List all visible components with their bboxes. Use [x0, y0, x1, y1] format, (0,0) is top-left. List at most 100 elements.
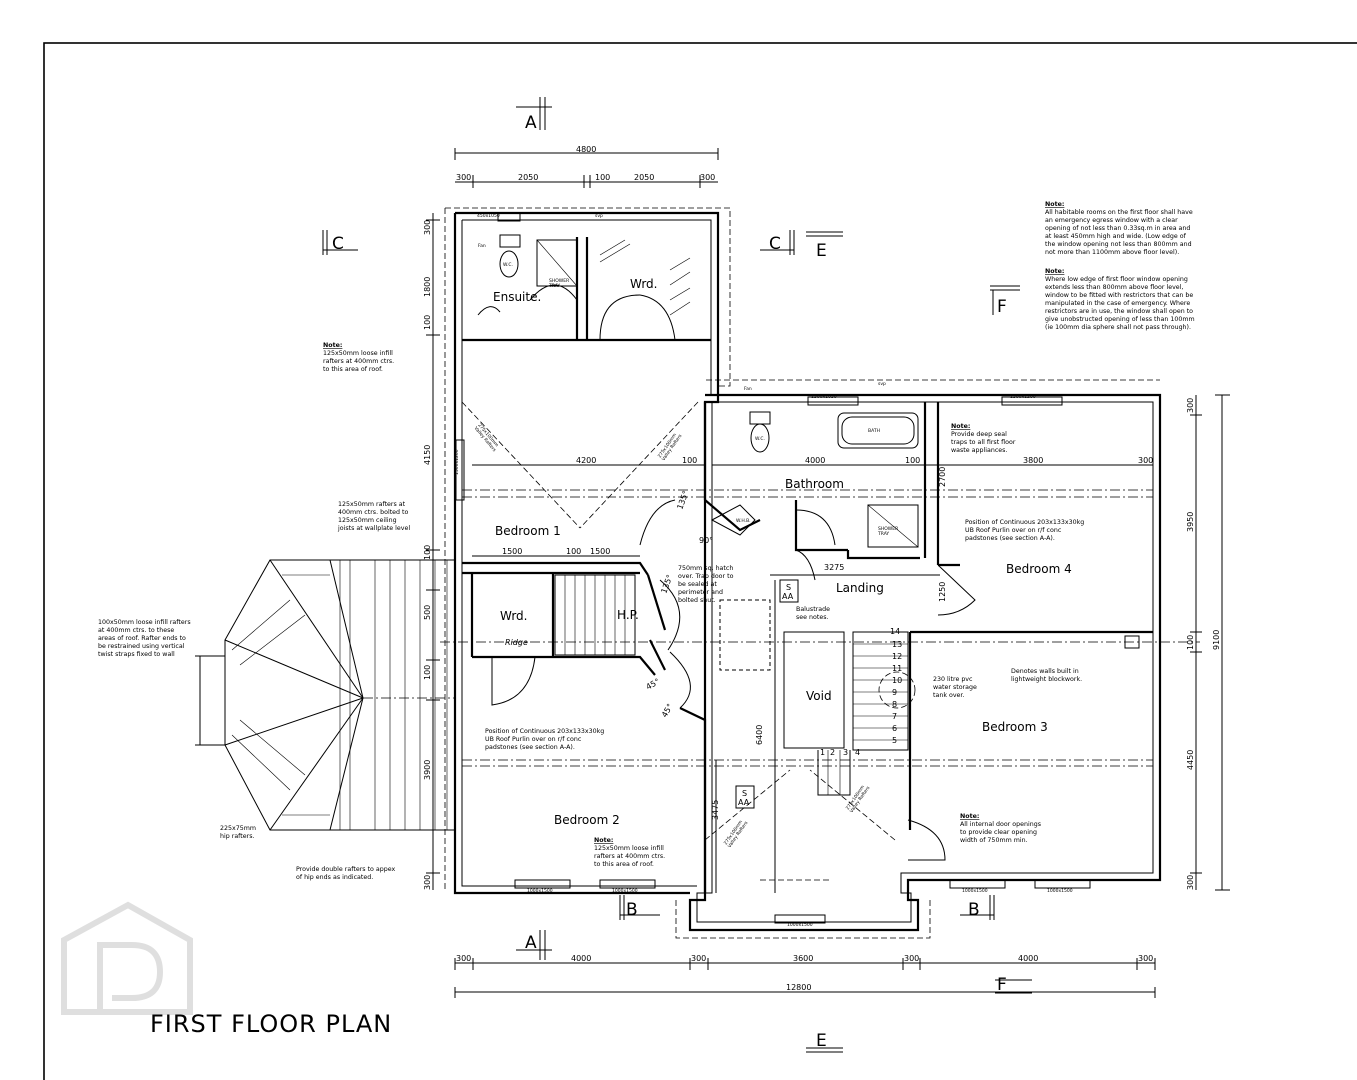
svg-text:not more than 1100mm above flo: not more than 1100mm above floor level).	[1045, 249, 1179, 256]
hip-roof	[195, 559, 455, 831]
svg-text:Note:: Note:	[1045, 268, 1064, 275]
svg-text:400mm ctrs. bolted to: 400mm ctrs. bolted to	[338, 509, 409, 516]
svg-text:to this area of roof.: to this area of roof.	[594, 861, 654, 868]
stair-number: 1	[820, 748, 825, 757]
dim-right-300-bottom: 300	[1186, 875, 1195, 890]
svg-text:100x50mm loose infill rafters: 100x50mm loose infill rafters	[98, 619, 191, 626]
svg-text:an emergency egress window wit: an emergency egress window with a clear	[1045, 217, 1178, 224]
window-bedroom-2a: 1000x1500	[527, 888, 553, 894]
valley-label-2: 275x100mmValley Rafters	[657, 430, 684, 462]
svg-text:225x75mm: 225x75mm	[220, 825, 256, 832]
svg-text:hip rafters.: hip rafters.	[220, 833, 255, 840]
note-water-tank: 230 litre pvc water storage tank over.	[933, 676, 977, 699]
svg-text:twist straps fixed to wall: twist straps fixed to wall	[98, 651, 175, 658]
dim-right-overall: 9100	[1212, 630, 1221, 650]
roof-overhang-lines	[444, 207, 1160, 939]
sa-box-2	[735, 785, 755, 809]
stair-number: 8	[892, 700, 897, 709]
section-e-bottom: E	[816, 1031, 827, 1051]
svg-text:at 400mm ctrs. to these: at 400mm ctrs. to these	[98, 627, 174, 634]
dim-landing-3275: 3275	[824, 563, 844, 572]
svg-text:bolted shut.: bolted shut.	[678, 597, 716, 604]
stair-number: 4	[855, 748, 860, 757]
dim-bed2-3475: 3475	[711, 800, 720, 820]
window-bedroom-1: 1500x1200	[454, 449, 460, 475]
svg-text:traps to all first floor: traps to all first floor	[951, 439, 1016, 446]
svg-text:areas of roof. Rafter ends to: areas of roof. Rafter ends to	[98, 635, 186, 642]
svg-text:230 litre pvc: 230 litre pvc	[933, 676, 973, 683]
room-landing: Landing	[836, 581, 884, 595]
window-bedroom-2b: 1000x1500	[612, 888, 638, 894]
section-b-right: B	[968, 900, 980, 920]
dim-bed1-1500a: 1500	[502, 547, 522, 556]
dim-bath-4000: 4000	[805, 456, 825, 465]
note-hatch: 750mm sq. hatch over. Trap door to be se…	[678, 565, 734, 604]
stair-number: 9	[892, 688, 897, 697]
svg-text:padstones (see section A-A).: padstones (see section A-A).	[485, 744, 575, 751]
dim-top-300-left: 300	[456, 173, 471, 182]
angle-135a: 135°	[675, 489, 690, 510]
stair-number: 10	[892, 676, 902, 685]
stair-number: 5	[892, 736, 897, 745]
watermark-logo-icon	[61, 901, 193, 1015]
section-c-right: C	[769, 234, 781, 254]
dimension-lines	[426, 148, 1230, 998]
svg-text:Position of Continuous 203x133: Position of Continuous 203x133x30kg	[965, 519, 1084, 526]
svg-text:750mm sq. hatch: 750mm sq. hatch	[678, 565, 733, 572]
sa-label-1: S	[786, 583, 791, 592]
svg-text:extends less than 800mm above: extends less than 800mm above floor leve…	[1045, 284, 1183, 291]
angle-135b: 135°	[659, 573, 674, 594]
svg-text:the window opening not less th: the window opening not less than 800mm a…	[1045, 241, 1192, 248]
svg-text:at least 450mm high and wide.: at least 450mm high and wide. (Low edge …	[1045, 233, 1187, 240]
svg-text:Note:: Note:	[1045, 201, 1064, 208]
dim-right-300-top: 300	[1186, 398, 1195, 413]
stair-number: 3	[843, 748, 848, 757]
svg-text:Balustrade: Balustrade	[796, 606, 830, 613]
dim-bed4-3800: 3800	[1023, 456, 1043, 465]
dim-bottom-3600: 3600	[793, 954, 813, 963]
stair-number: 2	[830, 748, 835, 757]
bathroom-fixtures	[639, 411, 919, 548]
dim-left-500: 500	[423, 605, 432, 620]
svg-text:Where low edge of first floor: Where low edge of first floor window ope…	[1045, 276, 1188, 283]
stair-number: 14	[890, 627, 900, 636]
fan-bathroom: Fan	[744, 386, 752, 392]
dim-bed1-4200: 4200	[576, 456, 596, 465]
dim-bed1-100b: 100	[566, 547, 581, 556]
window-ensuite: 450x1050	[477, 213, 500, 219]
window-bedroom-3b: 1000x1500	[1047, 888, 1073, 894]
svg-text:waste appliances.: waste appliances.	[951, 447, 1007, 454]
room-void: Void	[806, 689, 832, 703]
aa-label-1: AA	[782, 592, 794, 601]
room-hot-press: H.P.	[617, 608, 639, 622]
dim-right-4450: 4450	[1186, 750, 1195, 770]
dim-left-300-b: 300	[423, 875, 432, 890]
svg-text:Note:: Note:	[951, 423, 970, 430]
window-marks	[455, 212, 1091, 924]
dim-right-3950: 3950	[1186, 512, 1195, 532]
note-purlin-left: Position of Continuous 203x133x30kg UB R…	[485, 728, 604, 751]
room-ensuite: Ensuite.	[493, 290, 541, 304]
svg-text:to this area of roof.: to this area of roof.	[323, 366, 383, 373]
svg-text:All internal door openings: All internal door openings	[960, 821, 1041, 828]
dim-left-100-c: 100	[423, 665, 432, 680]
dim-bed1-100a: 100	[682, 456, 697, 465]
room-bedroom-3: Bedroom 3	[982, 720, 1048, 734]
stair-number: 11	[892, 664, 902, 673]
svg-text:to provide clear opening: to provide clear opening	[960, 829, 1037, 836]
valley-label-4: 275x100mmValley Rafters	[845, 782, 872, 814]
svg-text:UB Roof Purlin over on r/f con: UB Roof Purlin over on r/f conc	[485, 736, 582, 743]
room-wardrobe-left: Wrd.	[500, 609, 527, 623]
stair-number: 12	[892, 652, 902, 661]
stair-number: 7	[892, 712, 897, 721]
dim-bottom-300-b: 300	[691, 954, 706, 963]
dim-bottom-overall: 12800	[786, 983, 811, 992]
room-bedroom-2: Bedroom 2	[554, 813, 620, 827]
svg-text:width of 750mm min.: width of 750mm min.	[960, 837, 1028, 844]
dim-left-100-b: 100	[423, 545, 432, 560]
svg-text:joists at wallplate level: joists at wallplate level	[337, 525, 410, 532]
svg-text:tank over.: tank over.	[933, 692, 964, 699]
